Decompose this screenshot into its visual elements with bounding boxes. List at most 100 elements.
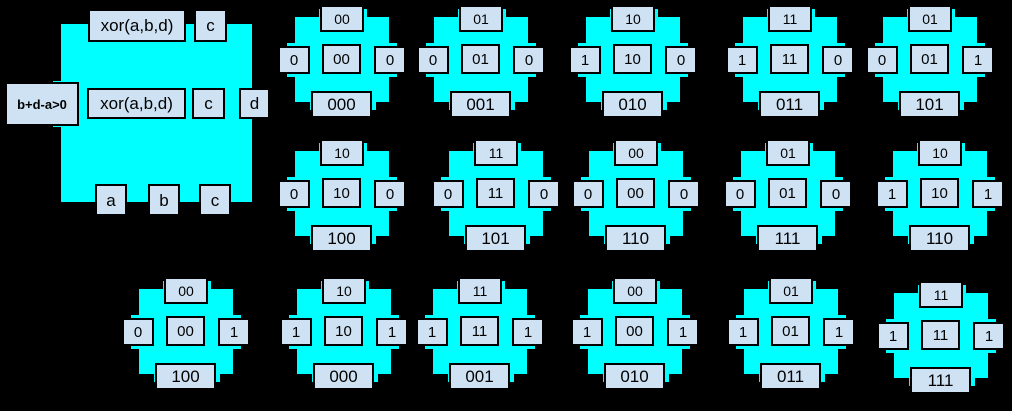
right-value-label: 0 — [374, 46, 406, 74]
right-value-label: 0 — [513, 46, 545, 74]
bottom-port-a-label: a — [95, 184, 127, 216]
right-value-label: 0 — [528, 180, 560, 208]
top-state-label: 01 — [769, 277, 813, 304]
center-value-label: 10 — [613, 44, 652, 74]
top-state-label: 11 — [474, 139, 518, 166]
center-value-label: 00 — [616, 178, 655, 208]
left-value-label: 0 — [572, 180, 604, 208]
center-value-label: 01 — [771, 316, 810, 346]
center-value-label: 00 — [615, 316, 654, 346]
left-value-label: 0 — [432, 180, 464, 208]
top-state-label: 10 — [611, 5, 655, 32]
center-value-label: 10 — [920, 178, 959, 208]
bottom-state-label: 001 — [450, 91, 511, 118]
top-state-label: 00 — [320, 5, 364, 32]
right-value-label: 1 — [376, 318, 408, 346]
left-value-label: 1 — [877, 322, 909, 350]
bottom-state-label: 110 — [605, 225, 666, 252]
state-block: 10 0 10 0 100 — [278, 139, 406, 252]
top-state-label: 00 — [613, 277, 657, 304]
top-state-label: 10 — [322, 277, 366, 304]
right-value-label: 0 — [822, 46, 854, 74]
center-value-label: 01 — [768, 178, 807, 208]
right-value-label: 1 — [973, 322, 1005, 350]
bottom-state-label: 101 — [899, 91, 960, 118]
left-value-label: 1 — [876, 180, 908, 208]
top-state-label: 01 — [766, 139, 810, 166]
left-value-label: 0 — [866, 46, 898, 74]
state-block: 11 1 11 1 111 — [877, 281, 1005, 394]
left-value-label: 0 — [724, 180, 756, 208]
middle-xor-label: xor(a,b,d) — [87, 88, 186, 119]
left-value-label: 1 — [280, 318, 312, 346]
bottom-state-label: 110 — [909, 225, 970, 252]
top-state-label: 00 — [614, 139, 658, 166]
center-value-label: 11 — [921, 320, 960, 350]
left-value-label: 1 — [726, 46, 758, 74]
state-block: 01 1 01 1 011 — [727, 277, 855, 390]
state-block: 01 0 01 1 101 — [866, 5, 994, 118]
state-block: 00 1 00 1 010 — [571, 277, 699, 390]
bottom-port-b-label: b — [148, 184, 180, 216]
bottom-state-label: 000 — [313, 363, 374, 390]
top-port-c-label: c — [194, 9, 227, 42]
state-block: 00 0 00 0 110 — [572, 139, 700, 252]
main-rule-node: xor(a,b,d) c b+d-a>0 xor(a,b,d) c d a b … — [5, 9, 270, 216]
bottom-state-label: 100 — [311, 225, 372, 252]
right-value-label: 1 — [512, 318, 544, 346]
center-value-label: 01 — [910, 44, 949, 74]
right-value-label: 0 — [665, 46, 697, 74]
right-value-label: 1 — [962, 46, 994, 74]
left-port-condition-label: b+d-a>0 — [5, 82, 79, 126]
bottom-state-label: 000 — [311, 91, 372, 118]
state-block: 01 0 01 0 001 — [417, 5, 545, 118]
center-value-label: 10 — [322, 178, 361, 208]
top-state-label: 10 — [320, 139, 364, 166]
bottom-state-label: 111 — [757, 225, 818, 252]
center-value-label: 10 — [324, 316, 363, 346]
state-block: 10 1 10 1 000 — [280, 277, 408, 390]
right-value-label: 0 — [374, 180, 406, 208]
top-port-xor-label: xor(a,b,d) — [88, 9, 186, 42]
left-value-label: 0 — [122, 318, 154, 346]
bottom-state-label: 010 — [602, 91, 663, 118]
left-value-label: 0 — [278, 46, 310, 74]
top-state-label: 01 — [459, 5, 503, 32]
left-value-label: 1 — [416, 318, 448, 346]
bottom-port-c-label: c — [199, 184, 231, 216]
center-value-label: 00 — [322, 44, 361, 74]
top-state-label: 01 — [908, 5, 952, 32]
state-block: 10 1 10 1 110 — [876, 139, 1004, 252]
top-state-label: 11 — [768, 5, 812, 32]
left-value-label: 1 — [569, 46, 601, 74]
right-value-label: 1 — [667, 318, 699, 346]
top-state-label: 11 — [458, 277, 502, 304]
state-block: 00 0 00 1 100 — [122, 277, 250, 390]
bottom-state-label: 100 — [155, 363, 216, 390]
bottom-state-label: 001 — [449, 363, 510, 390]
right-value-label: 1 — [972, 180, 1004, 208]
top-state-label: 00 — [164, 277, 208, 304]
state-block: 11 1 11 1 001 — [416, 277, 544, 390]
bottom-state-label: 010 — [604, 363, 665, 390]
state-block: 11 1 11 0 011 — [726, 5, 854, 118]
middle-c-label: c — [192, 88, 225, 119]
right-value-label: 0 — [668, 180, 700, 208]
left-value-label: 1 — [727, 318, 759, 346]
bottom-state-label: 101 — [465, 225, 526, 252]
left-value-label: 1 — [571, 318, 603, 346]
center-value-label: 11 — [476, 178, 515, 208]
left-value-label: 0 — [417, 46, 449, 74]
center-value-label: 11 — [770, 44, 809, 74]
right-value-label: 1 — [218, 318, 250, 346]
left-value-label: 0 — [278, 180, 310, 208]
center-value-label: 11 — [460, 316, 499, 346]
top-state-label: 11 — [919, 281, 963, 308]
bottom-state-label: 111 — [910, 367, 971, 394]
state-block: 10 1 10 0 010 — [569, 5, 697, 118]
state-block: 11 0 11 0 101 — [432, 139, 560, 252]
state-block: 00 0 00 0 000 — [278, 5, 406, 118]
center-value-label: 01 — [461, 44, 500, 74]
state-block: 01 0 01 0 111 — [724, 139, 852, 252]
bottom-state-label: 011 — [760, 363, 821, 390]
